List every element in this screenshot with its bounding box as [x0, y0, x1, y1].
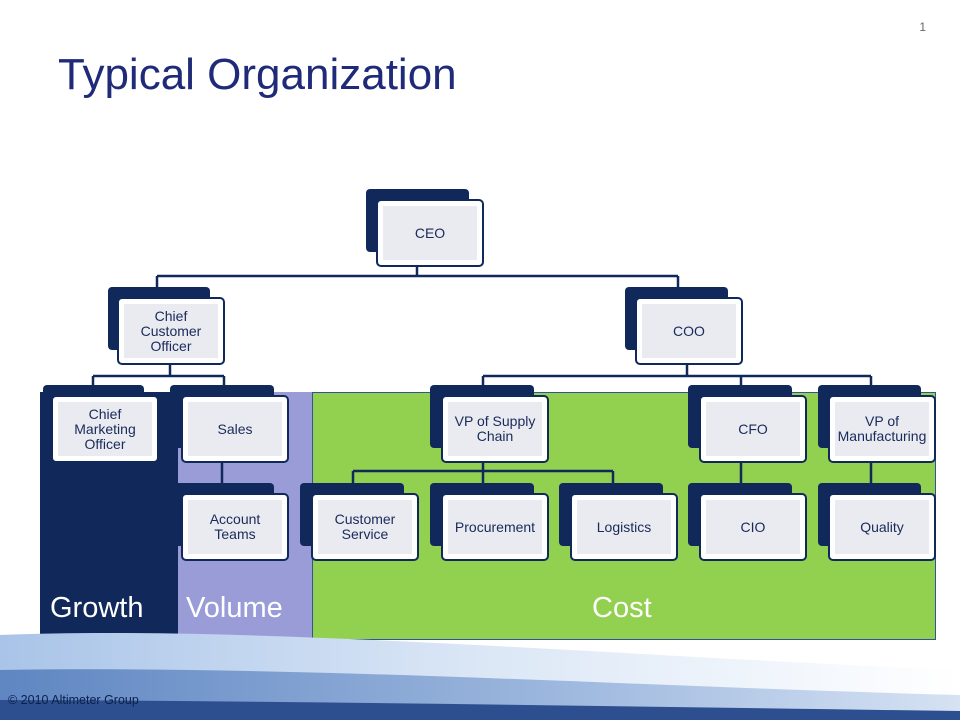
growth-label: Growth [50, 592, 144, 624]
node-vp-supply-chain[interactable]: VP of Supply Chain [430, 385, 549, 463]
node-sales-label: Sales [188, 402, 282, 456]
node-procurement-label: Procurement [448, 500, 542, 554]
volume-label: Volume [186, 592, 283, 624]
copyright-notice: © 2010 Altimeter Group [8, 693, 139, 707]
node-account-teams[interactable]: Account Teams [170, 483, 289, 561]
cost-label: Cost [592, 592, 652, 624]
footer-wave-decoration [0, 633, 960, 720]
node-cfo[interactable]: CFO [688, 385, 807, 463]
node-sales[interactable]: Sales [170, 385, 289, 463]
node-vp-manufacturing[interactable]: VP of Manufacturing [818, 385, 936, 463]
node-ceo[interactable]: CEO [366, 189, 484, 267]
node-customer-service-label: Customer Service [318, 500, 412, 554]
node-quality[interactable]: Quality [818, 483, 936, 561]
page-title: Typical Organization [58, 50, 457, 99]
node-cio-label: CIO [706, 500, 800, 554]
node-logistics-label: Logistics [577, 500, 671, 554]
node-vp-manufacturing-label: VP of Manufacturing [835, 402, 929, 456]
node-ceo-label: CEO [383, 206, 477, 260]
node-chief-marketing-officer[interactable]: Chief Marketing Officer [43, 385, 159, 463]
node-coo-label: COO [642, 304, 736, 358]
node-chief-customer-officer[interactable]: Chief Customer Officer [108, 287, 225, 365]
node-chief-marketing-officer-label: Chief Marketing Officer [58, 402, 152, 456]
node-coo[interactable]: COO [625, 287, 743, 365]
node-quality-label: Quality [835, 500, 929, 554]
node-chief-customer-officer-label: Chief Customer Officer [124, 304, 218, 358]
slide-number: 1 [919, 20, 926, 34]
node-logistics[interactable]: Logistics [559, 483, 678, 561]
node-customer-service[interactable]: Customer Service [300, 483, 419, 561]
node-cfo-label: CFO [706, 402, 800, 456]
node-cio[interactable]: CIO [688, 483, 807, 561]
node-procurement[interactable]: Procurement [430, 483, 549, 561]
node-vp-supply-chain-label: VP of Supply Chain [448, 402, 542, 456]
node-account-teams-label: Account Teams [188, 500, 282, 554]
